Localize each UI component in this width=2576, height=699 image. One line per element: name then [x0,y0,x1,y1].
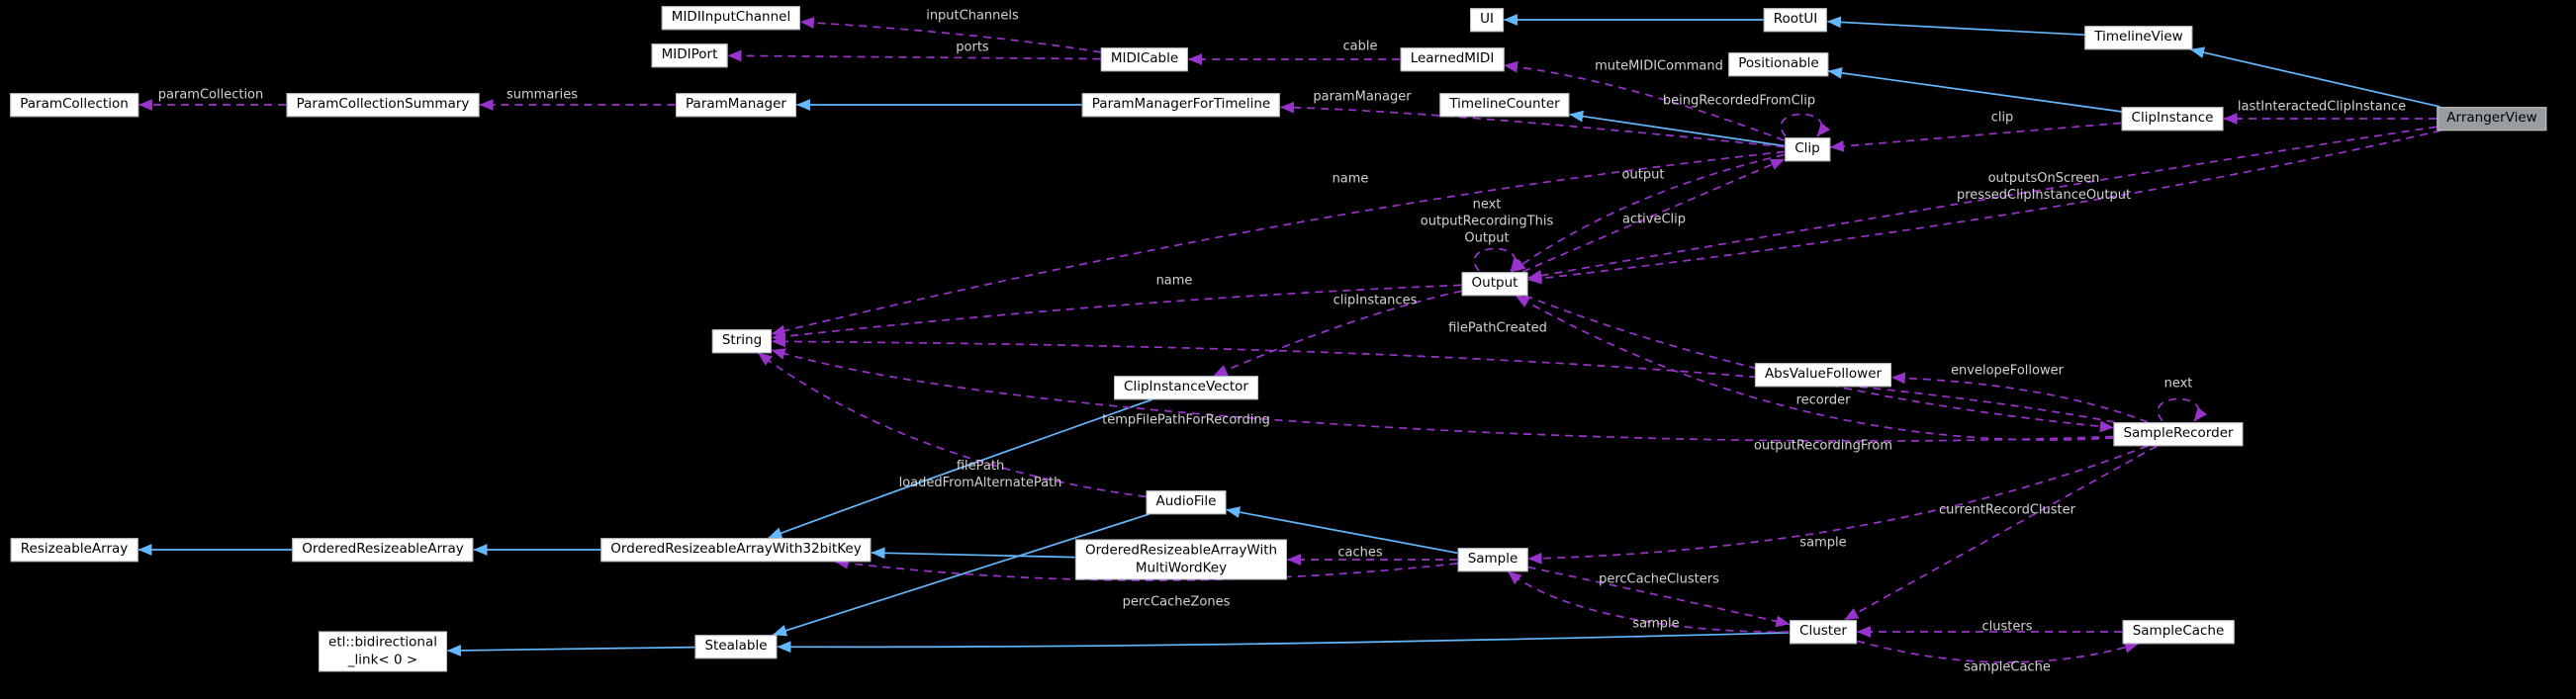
class-node-Stealable[interactable]: Stealable [694,635,778,658]
edge-use [1524,295,2114,433]
edge-inherit [1826,16,2085,37]
edge-inherit [2190,46,2440,108]
edge-use [1213,290,1462,377]
class-node-AbsValueFollower[interactable]: AbsValueFollower [1754,363,1892,387]
class-node-ParamManagerForTimeline[interactable]: ParamManagerForTimeline [1081,93,1281,117]
edge-inherit [1226,506,1458,555]
class-node-TimelineView[interactable]: TimelineView [2084,26,2193,49]
class-node-MIDICable[interactable]: MIDICable [1100,47,1189,71]
class-node-Positionable[interactable]: Positionable [1728,52,1829,76]
class-node-SampleRecorder[interactable]: SampleRecorder [2113,422,2244,446]
edge-use [1890,372,2149,423]
edge-inherit [777,632,1790,654]
class-node-MIDIPort[interactable]: MIDIPort [651,44,728,67]
edge-use [1829,122,2122,152]
class-node-OrderedResizeableArrayWith32bitKey[interactable]: OrderedResizeableArrayWith32bitKey [600,538,872,562]
edge-self [2157,397,2208,422]
edge-inherit [446,644,695,656]
class-node-String[interactable]: String [711,329,773,353]
edge-use [799,17,1101,53]
class-node-Cluster[interactable]: Cluster [1790,620,1857,644]
class-node-RootUI[interactable]: RootUI [1763,8,1828,32]
edge-use [1527,566,1791,628]
edge-use [834,557,1458,581]
edge-use [1504,60,1785,141]
edge-self [1780,113,1831,137]
edge-use [1527,130,2441,285]
edge-use [1521,158,1786,273]
edge-inherit [773,513,1150,637]
class-node-ResizeableArray[interactable]: ResizeableArray [10,538,138,562]
edge-self [1473,247,1524,272]
edge-use [771,284,1462,343]
edge-use [771,150,1785,337]
class-node-ParamCollectionSummary[interactable]: ParamCollectionSummary [286,93,480,117]
class-node-Clip[interactable]: Clip [1785,137,1830,161]
edge-use [727,49,1101,62]
edge-use [1856,640,2139,663]
class-node-SampleCache[interactable]: SampleCache [2122,620,2235,644]
edge-inherit [871,547,1075,560]
class-node-ClipInstanceVector[interactable]: ClipInstanceVector [1114,376,1258,399]
class-node-MIDIInputChannel[interactable]: MIDIInputChannel [661,6,801,30]
class-node-etl_bidirectional_link[interactable]: etl::bidirectional _link< 0 > [319,631,447,672]
edge-use [1511,153,1785,273]
class-node-OrderedResizeableArray[interactable]: OrderedResizeableArray [292,538,474,562]
edge-use [757,352,1147,498]
class-node-TimelineCounter[interactable]: TimelineCounter [1439,93,1570,117]
edge-use [771,335,2115,423]
edge-use [1279,101,1785,148]
edge-inherit [1569,110,1785,147]
class-node-Output[interactable]: Output [1461,272,1528,296]
edge-inherit [1827,66,2122,113]
class-node-ParamCollection[interactable]: ParamCollection [10,93,138,117]
class-node-LearnedMIDI[interactable]: LearnedMIDI [1400,47,1505,71]
edge-inherit [768,398,1152,539]
class-node-UI[interactable]: UI [1470,8,1504,32]
class-node-ArrangerView[interactable]: ArrangerView [2437,107,2547,131]
edge-use [771,348,2114,442]
edge-use [1844,445,2158,621]
class-node-ClipInstance[interactable]: ClipInstance [2121,107,2224,131]
class-node-ParamManager[interactable]: ParamManager [676,93,796,117]
edge-use [1527,126,2438,282]
edge-use [1515,295,2114,441]
edge-use [1507,570,1790,634]
class-node-Sample[interactable]: Sample [1457,548,1528,571]
class-node-AudioFile[interactable]: AudioFile [1146,490,1227,514]
class-node-OrderedResizeableArrayWithMultiWordKey[interactable]: OrderedResizeableArrayWith MultiWordKey [1074,539,1288,580]
